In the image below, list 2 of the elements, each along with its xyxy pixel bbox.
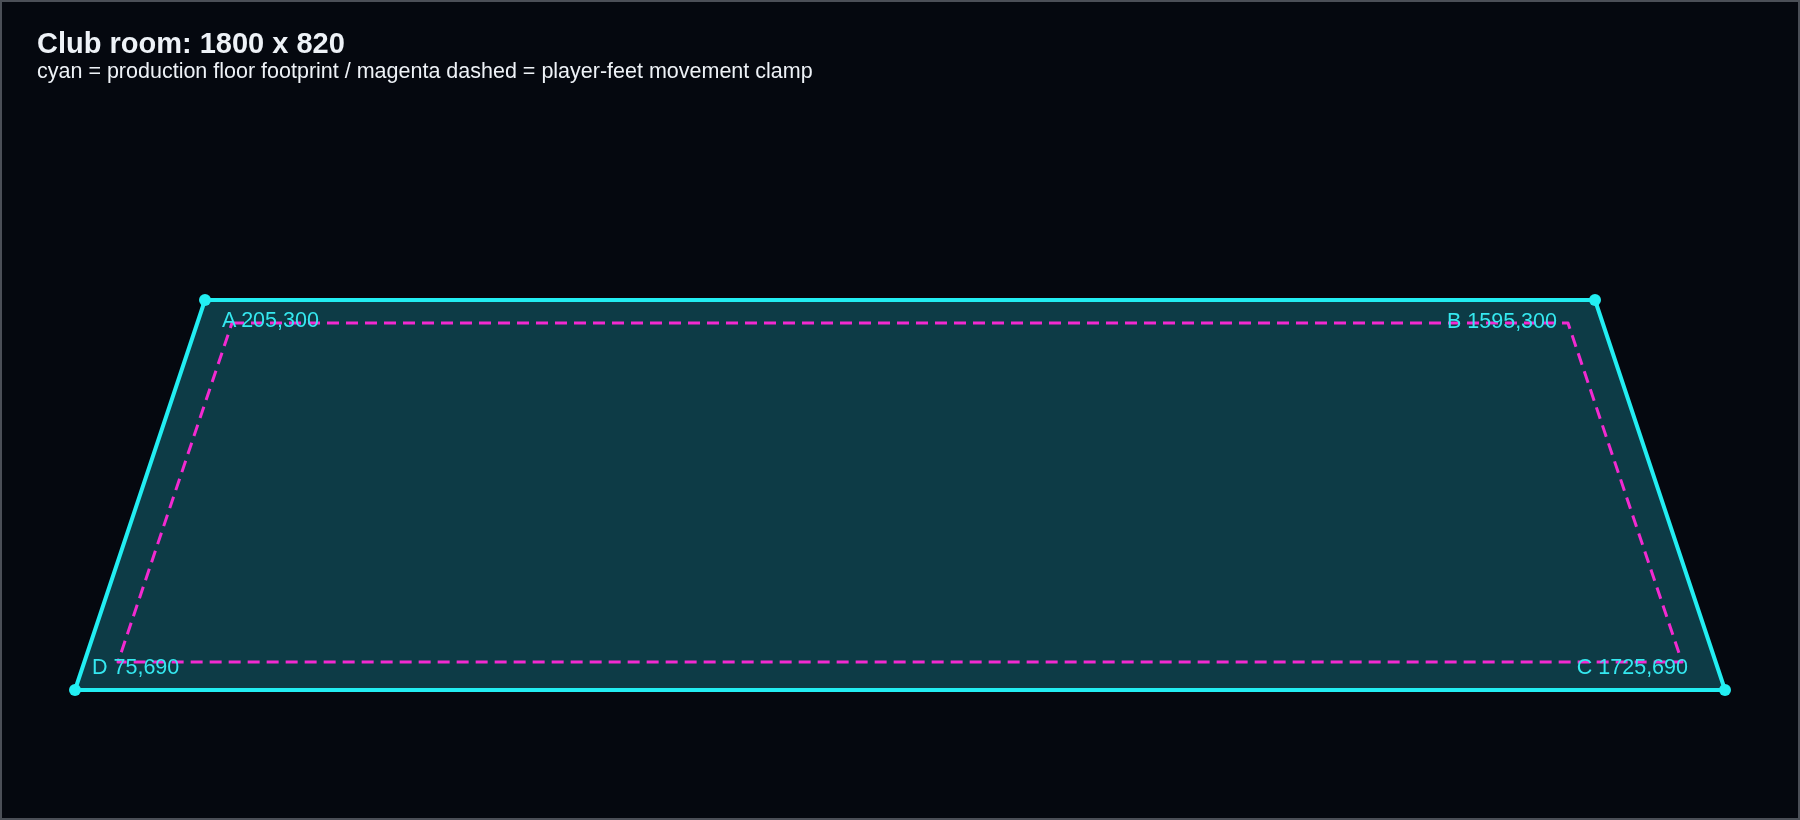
diagram-title: Club room: 1800 x 820 (37, 27, 345, 60)
legend-note: cyan = production floor footprint / magenta dashed = player-feet movement clamp (37, 59, 813, 84)
